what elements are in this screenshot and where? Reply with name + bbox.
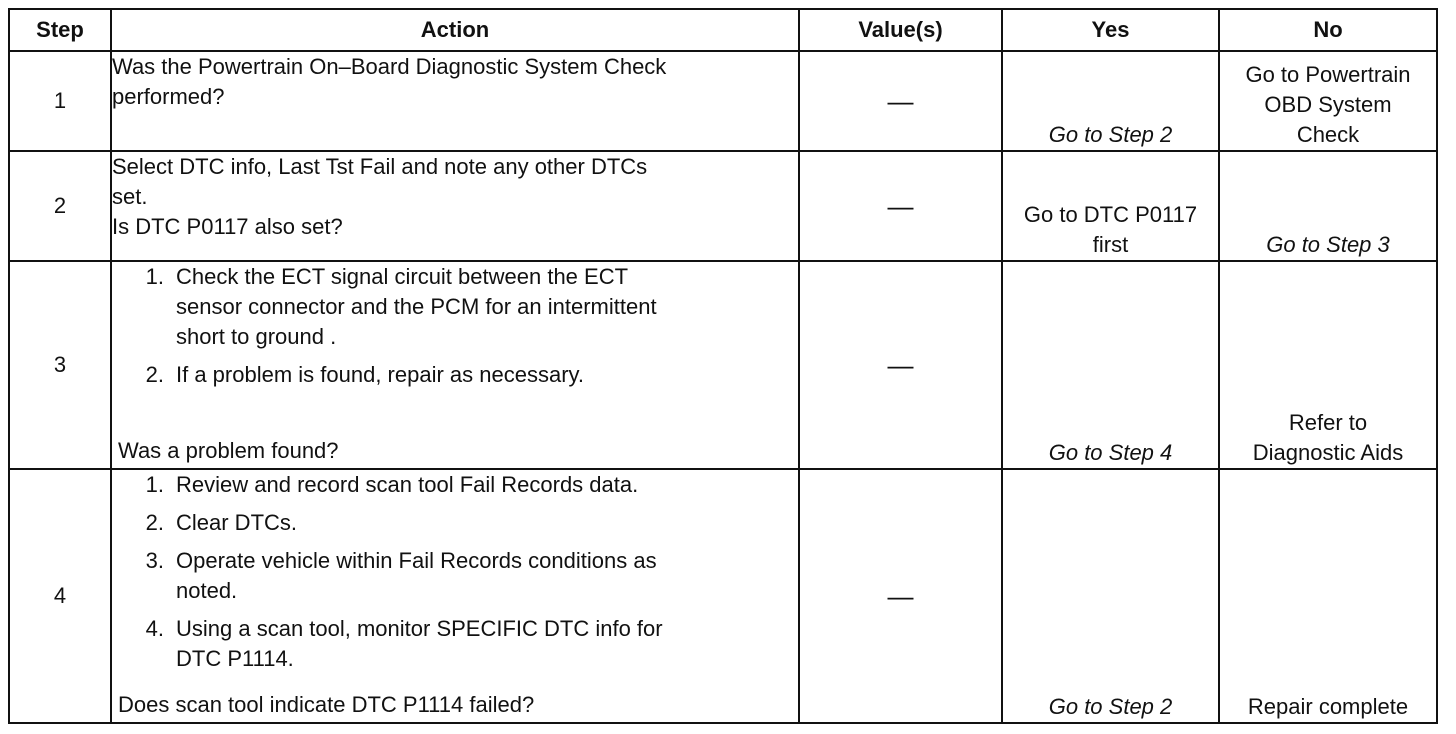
substep-number: 3. [145,548,164,573]
action-text: set. [112,184,148,209]
header-yes: Yes [1001,8,1220,52]
no-text: Diagnostic Aids [1252,440,1404,465]
no-text: Check [1296,122,1360,147]
no-text: Repair complete [1247,694,1409,719]
no-text: Refer to [1288,410,1368,435]
substep-text: Review and record scan tool Fail Records… [176,470,798,500]
no-link: Go to Step 3 [1266,232,1390,257]
yes-cell: Go to DTC P0117 first [1001,150,1220,262]
table-row: 3 1. Check the ECT signal circuit betwee… [8,260,1438,470]
step-number: 1 [8,50,112,152]
substep-text: Clear DTCs. [176,508,798,538]
substep-text: Check the ECT signal circuit between the… [176,262,798,352]
step-number: 3 [8,260,112,470]
value-cell: — [798,260,1003,470]
action-question: Is DTC P0117 also set? [112,214,343,239]
yes-cell: Go to Step 4 [1001,260,1220,470]
table-row: 1 Was the Powertrain On–Board Diagnostic… [8,50,1438,152]
substep-line: Using a scan tool, monitor SPECIFIC DTC … [176,616,663,641]
action-text: performed? [112,84,225,109]
substep-text: Using a scan tool, monitor SPECIFIC DTC … [176,614,798,674]
substep-item: 1. Check the ECT signal circuit between … [112,262,798,352]
table-row: 2 Select DTC info, Last Tst Fail and not… [8,150,1438,262]
action-cell: 1. Review and record scan tool Fail Reco… [110,468,800,724]
substep-number: 4. [145,616,164,641]
header-values: Value(s) [798,8,1003,52]
substep-number: 2. [145,510,164,535]
action-question: Does scan tool indicate DTC P1114 failed… [118,692,535,717]
value-cell: — [798,50,1003,152]
action-cell: 1. Check the ECT signal circuit between … [110,260,800,470]
no-cell: Go to Step 3 [1218,150,1438,262]
yes-text: first [1092,232,1129,257]
no-cell: Go to Powertrain OBD System Check [1218,50,1438,152]
yes-link: Go to Step 2 [1048,694,1173,719]
substep-line: Clear DTCs. [176,510,298,535]
no-cell: Repair complete [1218,468,1438,724]
header-row: Step Action Value(s) Yes No [8,8,1438,52]
header-action: Action [110,8,800,52]
substep-line: Check the ECT signal circuit between the… [176,264,629,289]
no-cell: Refer to Diagnostic Aids [1218,260,1438,470]
substep-text: If a problem is found, repair as necessa… [176,360,798,390]
substep-line: short to ground . [176,324,337,349]
substep-number: 1. [145,264,164,289]
header-no: No [1218,8,1438,52]
yes-link: Go to Step 2 [1048,122,1173,147]
no-text: Go to Powertrain [1245,62,1411,87]
value-cell: — [798,468,1003,724]
table-row: 4 1. Review and record scan tool Fail Re… [8,468,1438,724]
action-cell: Select DTC info, Last Tst Fail and note … [110,150,800,262]
substep-number: 1. [145,472,164,497]
no-text: OBD System [1264,92,1392,117]
yes-cell: Go to Step 2 [1001,50,1220,152]
action-text: Select DTC info, Last Tst Fail and note … [112,154,648,179]
substep-list: 1. Check the ECT signal circuit between … [112,262,798,390]
substep-line: Operate vehicle within Fail Records cond… [176,548,657,573]
substep-number: 2. [145,362,164,387]
substep-list: 1. Review and record scan tool Fail Reco… [112,470,798,674]
diagnostic-table: Step Action Value(s) Yes No 1 Was the Po… [8,8,1438,724]
step-number: 4 [8,468,112,724]
substep-line: Review and record scan tool Fail Records… [176,472,639,497]
value-cell: — [798,150,1003,262]
substep-line: If a problem is found, repair as necessa… [176,362,585,387]
action-question: Was a problem found? [118,438,339,463]
yes-text: Go to DTC P0117 [1023,202,1198,227]
substep-item: 2. Clear DTCs. [112,508,798,538]
substep-text: Operate vehicle within Fail Records cond… [176,546,798,606]
substep-item: 4. Using a scan tool, monitor SPECIFIC D… [112,614,798,674]
substep-item: 3. Operate vehicle within Fail Records c… [112,546,798,606]
header-step: Step [8,8,112,52]
yes-link: Go to Step 4 [1048,440,1173,465]
yes-cell: Go to Step 2 [1001,468,1220,724]
action-text: Was the Powertrain On–Board Diagnostic S… [112,54,667,79]
substep-line: sensor connector and the PCM for an inte… [176,294,657,319]
substep-line: noted. [176,578,238,603]
substep-line: DTC P1114. [176,646,294,671]
step-number: 2 [8,150,112,262]
action-cell: Was the Powertrain On–Board Diagnostic S… [110,50,800,152]
substep-item: 2. If a problem is found, repair as nece… [112,360,798,390]
substep-item: 1. Review and record scan tool Fail Reco… [112,470,798,500]
